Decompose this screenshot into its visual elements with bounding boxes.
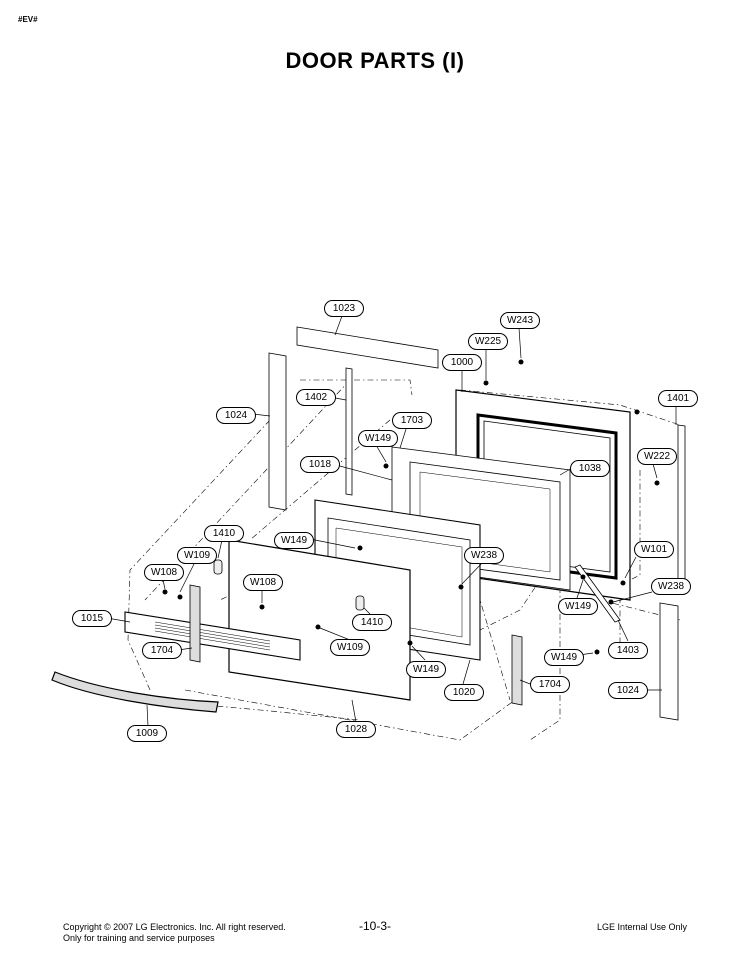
left-rail: [345, 367, 353, 496]
callout-1402: 1402: [296, 389, 336, 406]
callout-w238-right: W238: [651, 578, 691, 595]
vent-grille: [154, 621, 271, 651]
footer-internal-note: LGE Internal Use Only: [596, 922, 687, 932]
footer-copyright: Copyright © 2007 LG Electronics. Inc. Al…: [63, 922, 286, 932]
door-handle: [51, 671, 219, 713]
page-number: -10-3-: [358, 919, 391, 933]
footer-training-note: Only for training and service purposes: [63, 933, 215, 943]
right-rail: [677, 424, 686, 583]
top-trim-strip: [296, 326, 439, 369]
callout-1704-right: 1704: [530, 676, 570, 693]
callout-1009: 1009: [127, 725, 167, 742]
callout-w108-mid: W108: [243, 574, 283, 591]
right-side-trim: [659, 602, 679, 721]
callout-1000: 1000: [442, 354, 482, 371]
callout-1028: 1028: [336, 721, 376, 738]
callout-w149-right-lower: W149: [544, 649, 584, 666]
leader-lines: [106, 315, 677, 727]
callout-1401: 1401: [658, 390, 698, 407]
callout-w238-mid: W238: [464, 547, 504, 564]
callout-w149-top: W149: [358, 430, 398, 447]
left-hinge: [189, 584, 201, 663]
callout-w109-left: W109: [177, 547, 217, 564]
callout-w222: W222: [637, 448, 677, 465]
callout-1038: 1038: [570, 460, 610, 477]
handle-support-bar: [124, 611, 301, 661]
callout-1410-mid: 1410: [352, 614, 392, 631]
callout-1015: 1015: [72, 610, 112, 627]
callout-1704-left: 1704: [142, 642, 182, 659]
document-code: #EV#: [18, 15, 38, 24]
callout-w149-right-upper: W149: [558, 598, 598, 615]
callout-w149-bottom: W149: [406, 661, 446, 678]
spacer-left: [213, 559, 223, 575]
right-hinge: [511, 634, 523, 706]
footer-left: Copyright © 2007 LG Electronics. Inc. Al…: [63, 922, 286, 944]
callout-1410-left: 1410: [204, 525, 244, 542]
callout-1020: 1020: [444, 684, 484, 701]
page-title: DOOR PARTS (I): [285, 48, 465, 73]
callout-1024-right: 1024: [608, 682, 648, 699]
spacer-right: [355, 595, 365, 611]
left-side-trim: [268, 352, 287, 511]
callout-1018: 1018: [300, 456, 340, 473]
screws: [162, 359, 660, 655]
callout-1403: 1403: [608, 642, 648, 659]
callout-w109-mid: W109: [330, 639, 370, 656]
callout-w108-left: W108: [144, 564, 184, 581]
callout-1703: 1703: [392, 412, 432, 429]
callout-1024-left: 1024: [216, 407, 256, 424]
right-bottom-rail: [574, 564, 621, 623]
callout-w225: W225: [468, 333, 508, 350]
callout-w149-mid: W149: [274, 532, 314, 549]
callout-1023: 1023: [324, 300, 364, 317]
callout-w243: W243: [500, 312, 540, 329]
callout-w101: W101: [634, 541, 674, 558]
